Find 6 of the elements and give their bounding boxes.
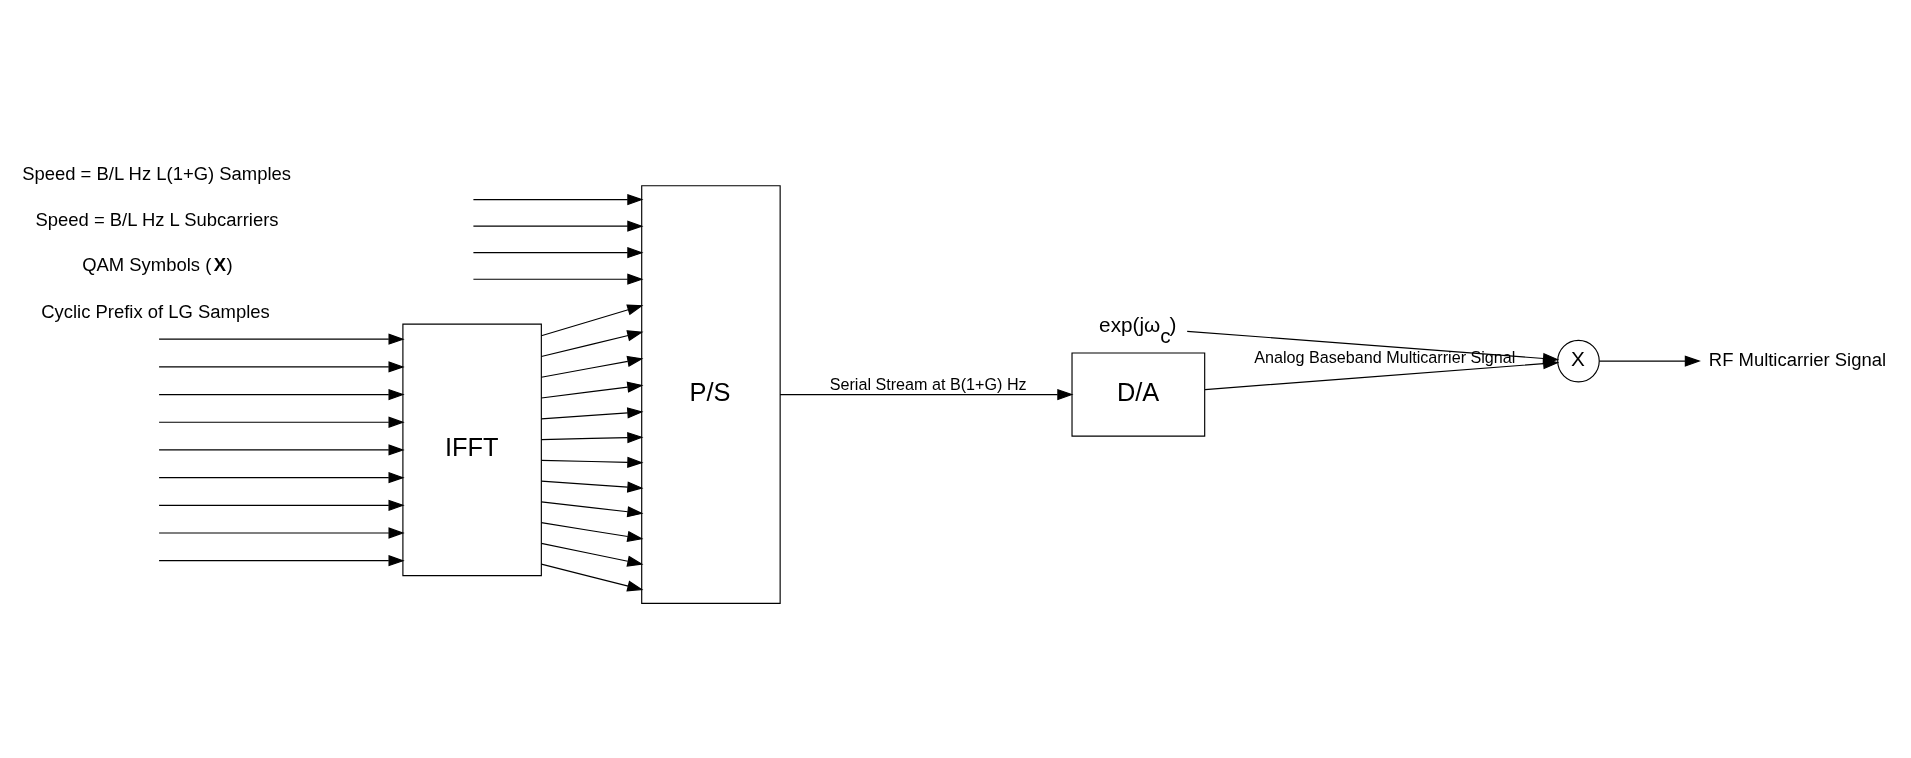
label: Speed = B/L Hz L Subcarriers: [35, 208, 279, 230]
label: QAM Symbols (X): [82, 253, 233, 275]
node-text: RF Multicarrier Signal: [1708, 348, 1887, 370]
label: Speed = B/L Hz L(1+G) Samples: [22, 162, 292, 184]
label: Cyclic Prefix of LG Samples: [41, 301, 270, 323]
edge-label: Serial Stream at B(1+G) Hz: [829, 375, 1027, 394]
